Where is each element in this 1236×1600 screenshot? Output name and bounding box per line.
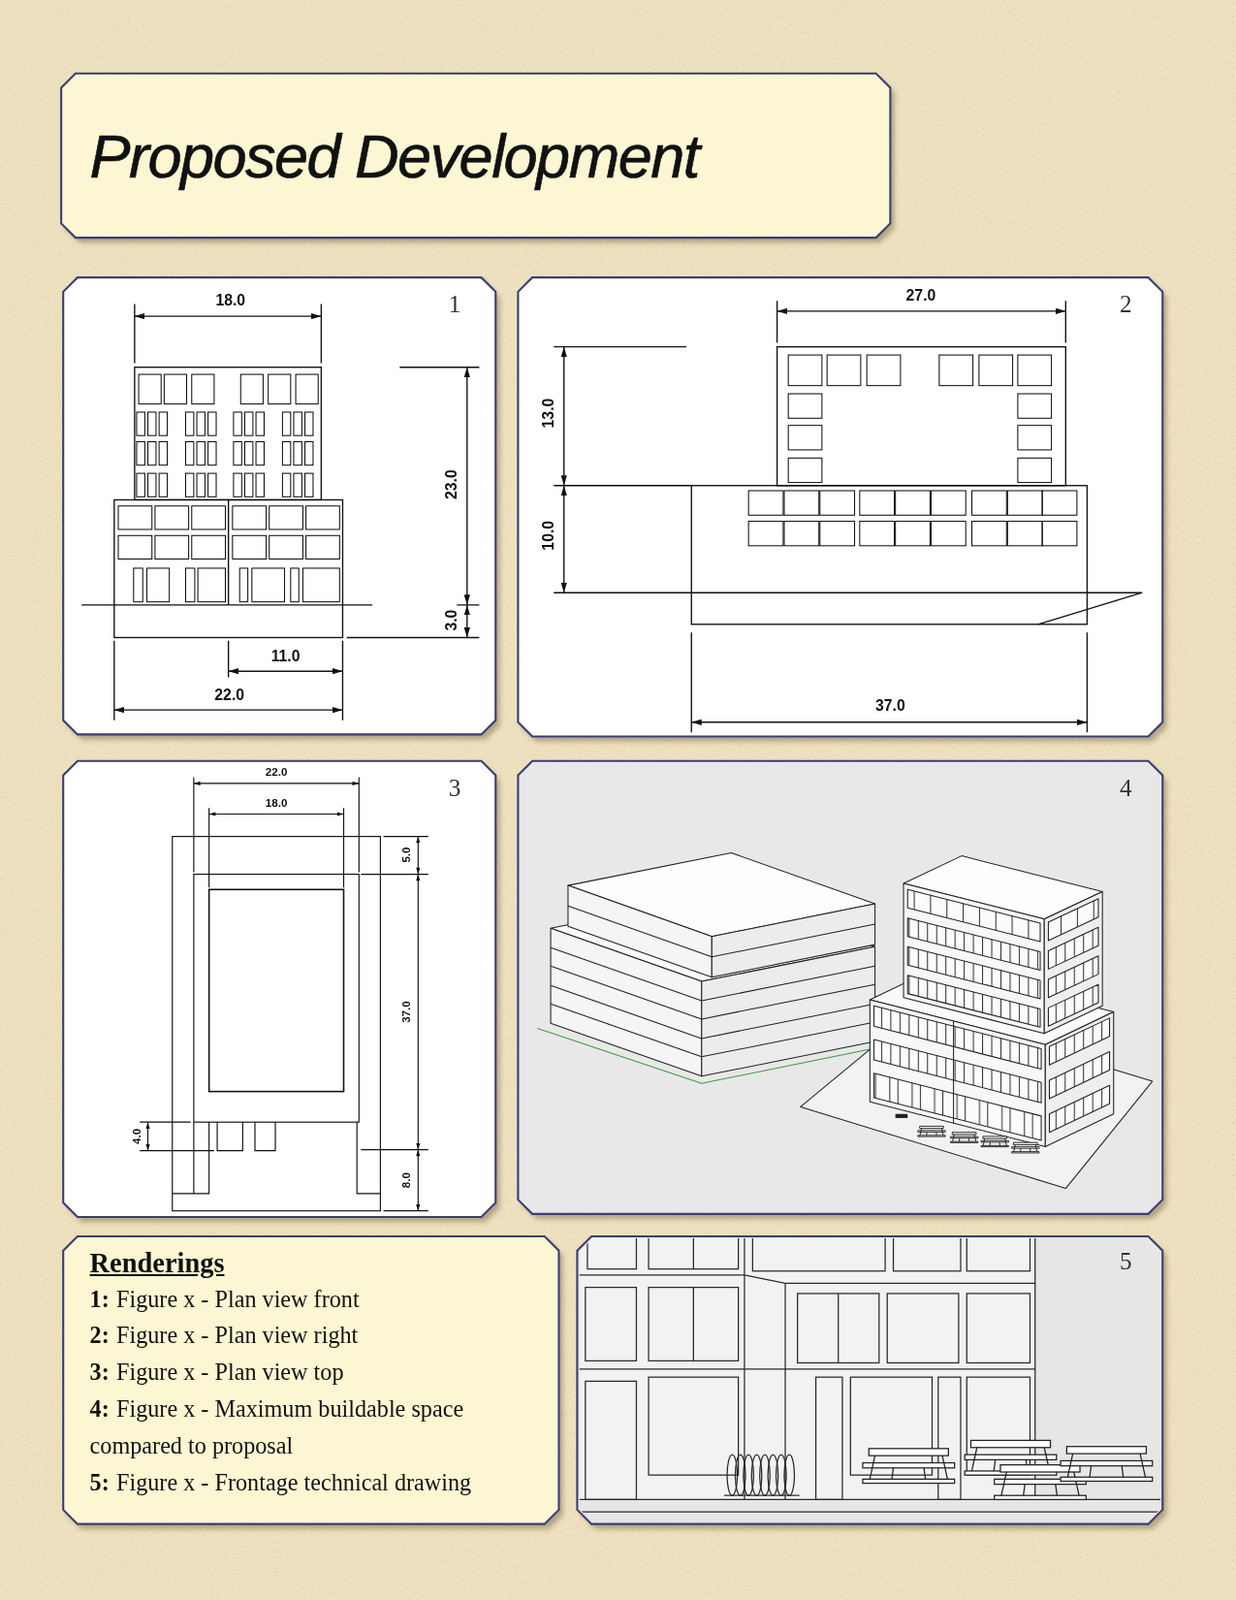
dimension-value: 22.0	[213, 685, 246, 703]
dimension-label: 5.0	[399, 845, 412, 863]
callout-number: 5	[1119, 1246, 1133, 1275]
callout-number: 4	[1119, 772, 1133, 801]
list-item: 3:Figure x - Plan view top	[90, 1354, 519, 1392]
panel-border	[517, 277, 1163, 736]
dimension-value: 13.0	[538, 397, 557, 430]
dimension-label: 10.0	[538, 519, 557, 552]
panel-border	[517, 760, 1163, 1214]
dimension-value: 37.0	[399, 999, 412, 1024]
list-item: 5:Figure x - Frontage technical drawing	[90, 1464, 519, 1502]
figure-number: 3:	[90, 1359, 110, 1385]
dimension-label: 13.0	[538, 397, 557, 430]
dimension-value: 18.0	[214, 290, 247, 309]
panel-outline	[63, 760, 496, 1217]
dimension-label: 8.0	[399, 1171, 412, 1189]
panel-border	[63, 760, 496, 1217]
panel-border	[576, 1236, 1163, 1524]
list-item: 2:Figure x - Plan view right	[90, 1317, 519, 1355]
callout-number: 1	[448, 289, 462, 318]
dimension-value: 18.0	[264, 795, 289, 809]
dimension-label: 18.0	[264, 795, 289, 809]
figure-number: 1:	[90, 1286, 110, 1312]
panel-border	[63, 277, 496, 734]
title-text: Proposed Development	[90, 121, 699, 193]
dimension-value: 4.0	[129, 1127, 143, 1145]
dimension-value: 3.0	[442, 608, 460, 633]
list-items: 1:Figure x - Plan view front2:Figure x -…	[90, 1280, 519, 1501]
callout-number: 2	[1119, 289, 1133, 318]
figure-description: Figure x - Plan view right	[116, 1322, 358, 1348]
drawing-panel: 3	[63, 760, 496, 1217]
panel-outline	[517, 277, 1163, 736]
figure-number: 5:	[90, 1469, 110, 1495]
dimension-label: 22.0	[264, 765, 289, 779]
dimension-label: 37.0	[399, 999, 412, 1024]
dimension-label: 37.0	[874, 696, 907, 714]
drawing-panel: 1	[63, 277, 496, 734]
panel-outline	[576, 1236, 1163, 1524]
list-item: 1:Figure x - Plan view front	[90, 1280, 519, 1318]
drawing-panel: 5	[576, 1236, 1163, 1524]
renderings-box: Renderings1:Figure x - Plan view front2:…	[63, 1236, 559, 1524]
figure-description: Figure x - Plan view front	[116, 1286, 360, 1312]
dimension-label: 11.0	[270, 646, 302, 665]
dimension-value: 27.0	[905, 285, 938, 304]
panel-border	[61, 73, 890, 238]
dimension-value: 22.0	[264, 765, 289, 779]
dimension-label: 18.0	[214, 290, 247, 309]
dimension-value: 23.0	[442, 468, 460, 501]
dimension-value: 10.0	[538, 519, 557, 552]
drawing-panel: 2	[517, 277, 1163, 736]
dimension-value: 8.0	[399, 1171, 412, 1189]
dimension-value: 5.0	[399, 845, 412, 863]
dimension-label: 4.0	[129, 1127, 143, 1145]
figure-description: Figure x - Maximum buildable space compa…	[90, 1395, 465, 1458]
figure-number: 2:	[90, 1322, 110, 1348]
dimension-value: 37.0	[874, 696, 907, 714]
dimension-label: 23.0	[442, 468, 460, 501]
list-item: 4:Figure x - Maximum buildable space com…	[90, 1391, 519, 1465]
panel-border	[63, 1236, 559, 1524]
title-banner: Proposed Development	[61, 73, 890, 238]
figure-description: Figure x - Plan view top	[116, 1359, 345, 1385]
dimension-label: 22.0	[213, 685, 246, 703]
panel-outline	[517, 760, 1163, 1214]
dimension-label: 3.0	[442, 608, 460, 633]
drawing-panel: 4	[517, 760, 1163, 1214]
list-heading: Renderings	[90, 1247, 225, 1279]
figure-description: Figure x - Frontage technical drawing	[116, 1469, 472, 1495]
callout-number: 3	[448, 772, 462, 801]
panel-outline	[63, 277, 496, 734]
dimension-label: 27.0	[905, 285, 938, 304]
dimension-value: 11.0	[270, 646, 302, 665]
figure-number: 4:	[90, 1395, 110, 1422]
